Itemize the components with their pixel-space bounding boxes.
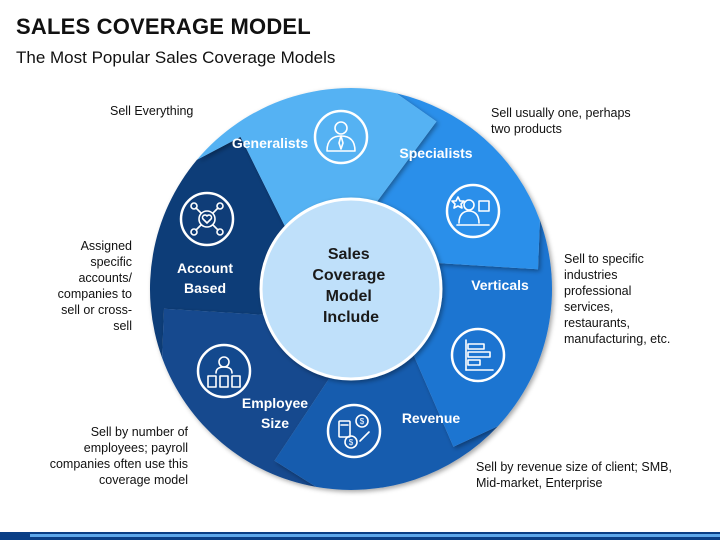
note-generalists: Sell Everything	[110, 104, 194, 118]
segment-label: Revenue	[402, 410, 461, 426]
note-revenue: Sell by revenue size of client; SMB, Mid…	[476, 460, 672, 490]
employee-group-icon	[196, 343, 252, 399]
segment-label: Verticals	[471, 277, 529, 293]
segment-label-line: Generalists	[232, 135, 308, 151]
segment-revenue	[274, 342, 498, 490]
segment-label: Generalists	[232, 135, 308, 151]
page-title: SALES COVERAGE MODEL	[16, 14, 311, 39]
account-network-icon	[179, 191, 235, 247]
note-employee-size: Sell by number of employees; payroll com…	[49, 425, 188, 487]
center-line: Coverage	[312, 267, 385, 284]
svg-text:$: $	[349, 438, 354, 447]
center-circle	[259, 197, 443, 381]
segment-label-line: Verticals	[471, 277, 529, 293]
finance-icon: $$	[326, 403, 382, 459]
segment-label-line: Employee	[242, 395, 308, 411]
segment-label-line: Account	[177, 260, 233, 276]
center-text: Sales Coverage Model Include	[312, 246, 389, 326]
center-line: Model	[326, 288, 372, 305]
bottom-accent-bar	[0, 532, 720, 540]
businessman-icon	[313, 109, 369, 165]
center-line: Include	[323, 309, 379, 326]
bottom-accent-stripe	[30, 534, 720, 537]
segment-account-based	[149, 136, 292, 358]
note-verticals: Sell to specific industries professional…	[564, 252, 671, 346]
page-subtitle: The Most Popular Sales Coverage Models	[16, 48, 336, 67]
bar-chart-icon	[450, 327, 506, 383]
segment-label-line: Based	[184, 280, 226, 296]
segment-label-line: Specialists	[399, 145, 472, 161]
note-specialists: Sell usually one, perhaps two products	[491, 106, 631, 136]
svg-text:$: $	[360, 417, 365, 426]
center-line: Sales	[328, 246, 370, 263]
segment-label-line: Revenue	[402, 410, 461, 426]
segment-label-line: Size	[261, 415, 289, 431]
expert-presenter-icon	[445, 183, 501, 239]
segment-label: Specialists	[399, 145, 472, 161]
note-account-based: Assigned specific accounts/ companies to…	[57, 239, 132, 333]
